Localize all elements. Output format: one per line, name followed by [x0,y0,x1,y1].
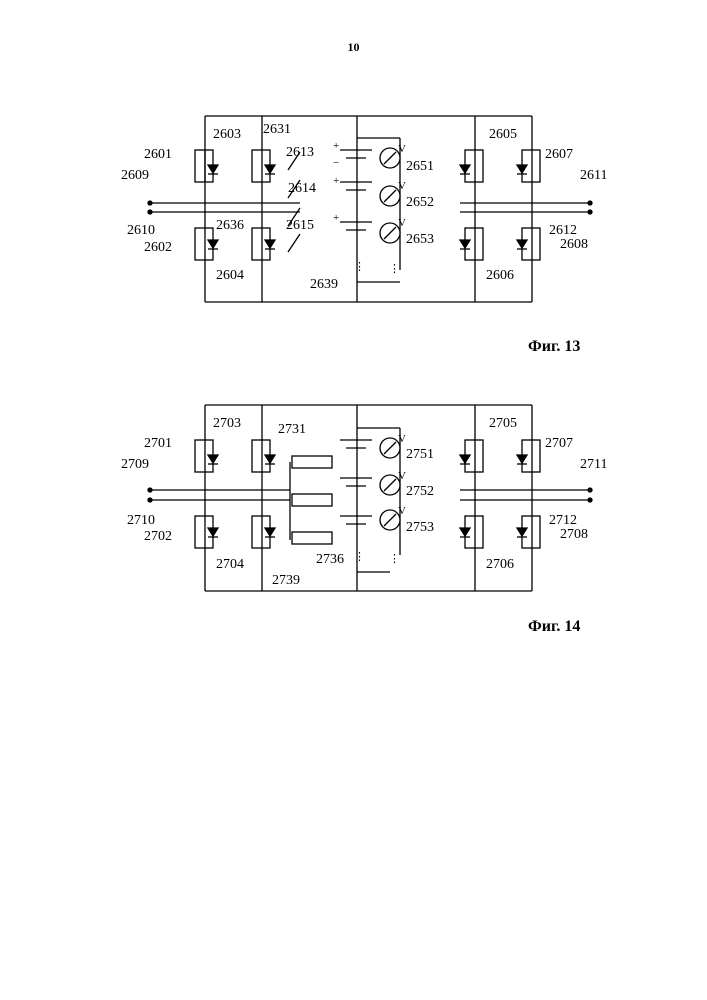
transistor-2705 [460,440,483,472]
transistor-2704 [252,516,275,548]
transistor-2707 [517,440,540,472]
label-2752: 2752 [406,484,434,499]
figure-14-caption: Фиг. 14 [528,618,580,636]
transistor-2708 [517,516,540,548]
label-2711: 2711 [580,457,607,472]
volt-label: V [398,470,406,482]
label-2706: 2706 [486,557,514,572]
label-2751: 2751 [406,447,434,462]
label-2731: 2731 [278,422,306,437]
label-2753: 2753 [406,520,434,535]
volt-label: V [398,505,406,517]
label-2709: 2709 [121,457,149,472]
continuation-dots: ⋮ [354,551,365,563]
battery-stack [340,440,372,524]
label-2739: 2739 [272,573,300,588]
semiconductor-switches [290,456,332,544]
transistor-2702 [195,516,218,548]
transistor-2701 [195,440,218,472]
transistor-2706 [460,516,483,548]
ac-lines [148,488,592,502]
label-2710: 2710 [127,513,155,528]
label-2712: 2712 [549,513,577,528]
frame [205,405,532,591]
label-2703: 2703 [213,416,241,431]
label-2704: 2704 [216,557,244,572]
figure-14-circuit: 2701 2703 2731 2709 2710 2702 2704 2736 … [0,0,707,620]
transistor-2703 [252,440,275,472]
volt-label: V [398,433,406,445]
label-2705: 2705 [489,416,517,431]
label-2708: 2708 [560,527,588,542]
label-2736: 2736 [316,552,344,567]
continuation-dots: ⋮ [389,553,400,565]
label-2701: 2701 [144,436,172,451]
label-2702: 2702 [144,529,172,544]
label-2707: 2707 [545,436,573,451]
